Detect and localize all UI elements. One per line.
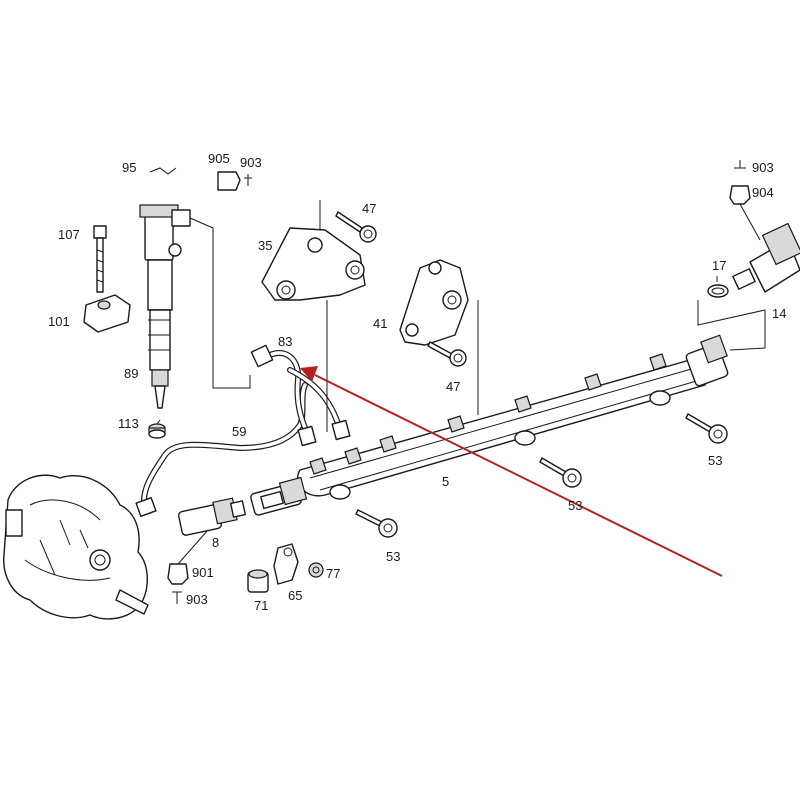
leader-lines bbox=[156, 200, 766, 565]
callout-905: 905 bbox=[208, 151, 230, 166]
pressure-regulator-14 bbox=[732, 222, 800, 293]
callout-95: 95 bbox=[122, 160, 136, 175]
callout-5: 5 bbox=[442, 474, 449, 489]
callout-53-lower: 53 bbox=[386, 549, 400, 564]
callout-53-middle: 53 bbox=[568, 498, 582, 513]
callout-53-right: 53 bbox=[708, 453, 722, 468]
clamp-101 bbox=[83, 294, 131, 333]
sensor-8 bbox=[177, 497, 247, 536]
callout-14: 14 bbox=[772, 306, 786, 321]
sleeve-71 bbox=[247, 569, 269, 593]
callout-35: 35 bbox=[258, 238, 272, 253]
callout-71: 71 bbox=[254, 598, 268, 613]
red-pointer-arrow bbox=[300, 366, 723, 577]
callout-labels: 95 905 903 107 101 89 113 59 83 35 47 41… bbox=[48, 151, 786, 613]
callout-903-top-right: 903 bbox=[752, 160, 774, 175]
callout-41: 41 bbox=[373, 316, 387, 331]
bracket-35 bbox=[261, 227, 366, 301]
connector-905 bbox=[217, 171, 241, 191]
bolt-53-middle bbox=[539, 457, 582, 488]
bracket-41 bbox=[399, 259, 469, 346]
callout-47-upper: 47 bbox=[362, 201, 376, 216]
bolt-107 bbox=[93, 225, 107, 293]
high-pressure-pump bbox=[3, 474, 149, 620]
seal-ring-17 bbox=[707, 284, 729, 298]
injector-lines-83 bbox=[250, 344, 351, 447]
fuel-rail-5 bbox=[250, 334, 729, 516]
callout-59: 59 bbox=[232, 424, 246, 439]
clip-95 bbox=[149, 167, 177, 175]
callout-903-top-left: 903 bbox=[240, 155, 262, 170]
callout-904: 904 bbox=[752, 185, 774, 200]
bolt-53-right bbox=[685, 413, 728, 444]
pin-903-bottom bbox=[172, 591, 182, 604]
callout-8: 8 bbox=[212, 535, 219, 550]
rail-pressure-sensor bbox=[250, 476, 308, 516]
callout-65: 65 bbox=[288, 588, 302, 603]
bolt-47-lower bbox=[427, 341, 467, 367]
pin-903-top-left bbox=[244, 174, 252, 186]
bolt-47-upper bbox=[335, 211, 377, 243]
injector-89 bbox=[139, 204, 191, 409]
callout-107: 107 bbox=[58, 227, 80, 242]
callout-101: 101 bbox=[48, 314, 70, 329]
pressure-regulator-on-rail bbox=[685, 334, 729, 387]
seal-113 bbox=[148, 423, 166, 439]
connector-904 bbox=[729, 185, 751, 205]
rail-ports bbox=[309, 353, 667, 475]
callout-47-lower: 47 bbox=[446, 379, 460, 394]
clamp-65 bbox=[273, 543, 299, 585]
bolt-53-lower bbox=[355, 509, 398, 538]
callout-77: 77 bbox=[326, 566, 340, 581]
callout-901: 901 bbox=[192, 565, 214, 580]
connector-901 bbox=[167, 563, 189, 585]
callout-17: 17 bbox=[712, 258, 726, 273]
callout-83: 83 bbox=[278, 334, 292, 349]
callout-113: 113 bbox=[118, 416, 139, 431]
pin-903-top-right bbox=[734, 160, 746, 169]
callout-89: 89 bbox=[124, 366, 138, 381]
callout-903-bottom: 903 bbox=[186, 592, 208, 607]
nut-77 bbox=[308, 562, 324, 578]
